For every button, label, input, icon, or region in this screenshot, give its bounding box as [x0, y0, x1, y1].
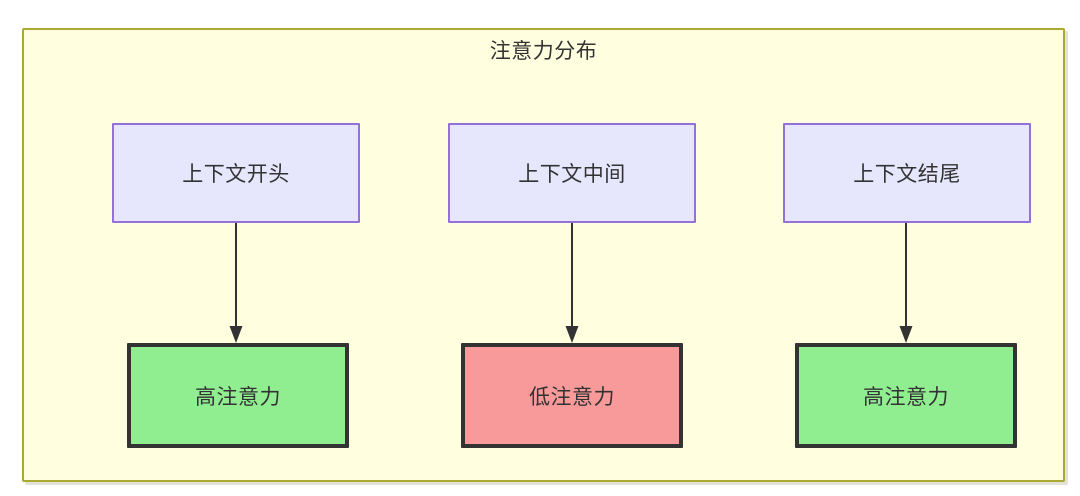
node-context-middle[interactable]: 上下文中间 — [448, 123, 696, 223]
arrow-down-icon — [229, 223, 243, 343]
node-attention-high-end[interactable]: 高注意力 — [795, 343, 1017, 448]
subgraph-title: 注意力分布 — [489, 40, 598, 63]
node-context-end[interactable]: 上下文结尾 — [783, 123, 1031, 223]
arrow-down-icon — [565, 223, 579, 343]
node-attention-high-start[interactable]: 高注意力 — [127, 343, 349, 448]
arrow-down-icon — [899, 223, 913, 343]
edge-context-middle-to-low-attention — [565, 223, 579, 344]
edge-context-end-to-high-attention — [899, 223, 913, 344]
attention-distribution-subgraph: 注意力分布 上下文开头 上下文中间 上下文结尾 高注意力 低注 — [22, 28, 1065, 482]
node-attention-low-middle[interactable]: 低注意力 — [461, 343, 683, 448]
node-context-start[interactable]: 上下文开头 — [112, 123, 360, 223]
edge-context-start-to-high-attention — [229, 223, 243, 344]
